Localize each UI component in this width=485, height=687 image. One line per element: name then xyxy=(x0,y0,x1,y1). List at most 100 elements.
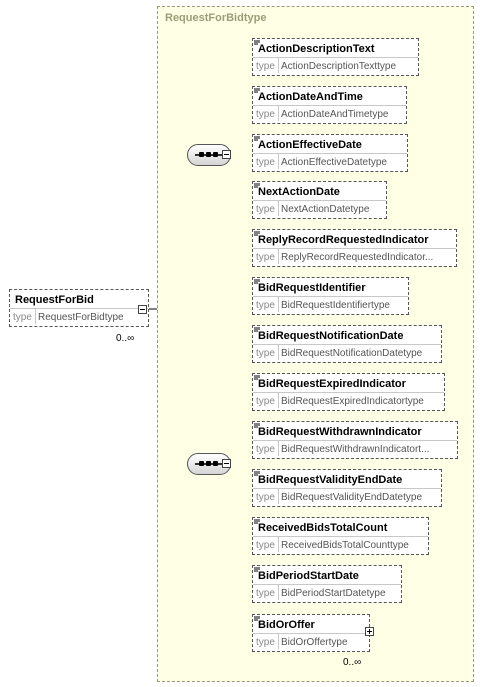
element-box[interactable]: BidOrOffer type BidOrOffertype xyxy=(252,614,374,652)
collapse-icon[interactable] xyxy=(222,150,231,159)
type-name: NextActionDatetype xyxy=(281,204,370,215)
element-name: BidRequestIdentifier xyxy=(258,282,366,294)
type-label: type xyxy=(256,61,275,72)
element-name: BidRequestValidityEndDate xyxy=(258,474,403,486)
element-box[interactable]: BidRequestIdentifier type BidRequestIden… xyxy=(252,277,409,315)
element-box[interactable]: ActionEffectiveDate type ActionEffective… xyxy=(252,134,408,172)
type-separator xyxy=(278,297,279,312)
element-name: ActionDescriptionText xyxy=(258,43,375,55)
element-name: BidRequestNotificationDate xyxy=(258,330,404,342)
type-separator xyxy=(35,309,36,324)
element-name: BidOrOffer xyxy=(258,619,315,631)
element-box[interactable]: BidPeriodStartDate type BidPeriodStartDa… xyxy=(252,565,402,603)
element-box[interactable]: BidRequestExpiredIndicator type BidReque… xyxy=(252,373,445,411)
type-separator xyxy=(278,58,279,73)
type-name: BidRequestValidityEndDatetype xyxy=(281,492,423,503)
type-name: BidRequestExpiredIndicatortype xyxy=(281,396,424,407)
element-name: ActionEffectiveDate xyxy=(258,139,362,151)
type-label: type xyxy=(256,396,275,407)
element-name: ReceivedBidsTotalCount xyxy=(258,522,388,534)
collapse-icon[interactable] xyxy=(138,305,147,314)
expand-icon[interactable] xyxy=(365,627,374,636)
element-box[interactable]: BidRequestWithdrawnIndicator type BidReq… xyxy=(252,421,458,459)
element-divider xyxy=(253,105,406,106)
element-corner-icon xyxy=(254,616,260,621)
element-corner-icon xyxy=(254,567,260,572)
type-label: type xyxy=(256,588,275,599)
type-separator xyxy=(278,634,279,649)
type-label: type xyxy=(256,540,275,551)
type-name: BidRequestNotificationDatetype xyxy=(281,348,423,359)
element-box[interactable]: ActionDescriptionText type ActionDescrip… xyxy=(252,38,419,76)
type-name: BidPeriodStartDatetype xyxy=(281,588,386,599)
element-name: ReplyRecordRequestedIndicator xyxy=(258,234,429,246)
sequence-compositor-icon[interactable] xyxy=(187,144,231,166)
element-corner-icon xyxy=(254,471,260,476)
type-name: ReplyRecordRequestedIndicator... xyxy=(281,252,434,263)
type-separator xyxy=(278,393,279,408)
type-separator xyxy=(278,249,279,264)
element-divider xyxy=(253,153,407,154)
type-name: ActionEffectiveDatetype xyxy=(281,157,387,168)
element-name: BidRequestWithdrawnIndicator xyxy=(258,426,422,438)
type-label: type xyxy=(256,109,275,120)
element-divider xyxy=(253,296,408,297)
element-corner-icon xyxy=(254,136,260,141)
element-corner-icon xyxy=(254,183,260,188)
element-corner-icon xyxy=(254,375,260,380)
type-label: type xyxy=(256,252,275,263)
element-divider xyxy=(253,440,457,441)
type-separator xyxy=(278,441,279,456)
element-name: BidRequestExpiredIndicator xyxy=(258,378,406,390)
root-element[interactable]: RequestForBid type RequestForBidtype xyxy=(9,289,149,327)
element-name: BidPeriodStartDate xyxy=(258,570,359,582)
element-divider xyxy=(253,584,401,585)
type-label: type xyxy=(256,444,275,455)
type-name: ReceivedBidsTotalCounttype xyxy=(281,540,409,551)
element-box[interactable]: ReplyRecordRequestedIndicator type Reply… xyxy=(252,229,457,267)
type-label: type xyxy=(13,312,32,323)
type-separator xyxy=(278,537,279,552)
bidoroffer-occurrence: 0..∞ xyxy=(343,657,362,668)
type-label: type xyxy=(256,157,275,168)
type-label: type xyxy=(256,348,275,359)
type-name: RequestForBidtype xyxy=(38,312,124,323)
type-label: type xyxy=(256,300,275,311)
element-name: RequestForBid xyxy=(15,294,94,306)
type-name: ActionDateAndTimetype xyxy=(281,109,389,120)
type-name: ActionDescriptionTexttype xyxy=(281,61,397,72)
element-name: NextActionDate xyxy=(258,186,340,198)
element-divider xyxy=(253,248,456,249)
element-divider xyxy=(10,308,148,309)
type-name: BidRequestWithdrawnIndicatort... xyxy=(281,444,430,455)
element-box[interactable]: ReceivedBidsTotalCount type ReceivedBids… xyxy=(252,517,429,555)
element-box[interactable]: BidRequestValidityEndDate type BidReques… xyxy=(252,469,442,507)
type-separator xyxy=(278,345,279,360)
complex-type-label: RequestForBidtype xyxy=(165,12,267,24)
element-divider xyxy=(253,488,441,489)
type-separator xyxy=(278,201,279,216)
type-separator xyxy=(278,106,279,121)
element-box[interactable]: ActionDateAndTime type ActionDateAndTime… xyxy=(252,86,407,124)
type-name: BidRequestIdentifiertype xyxy=(281,300,390,311)
element-corner-icon xyxy=(254,519,260,524)
type-name: BidOrOffertype xyxy=(281,637,348,648)
collapse-icon[interactable] xyxy=(222,459,231,468)
element-name: ActionDateAndTime xyxy=(258,91,363,103)
type-separator xyxy=(278,489,279,504)
element-divider xyxy=(253,392,444,393)
element-box[interactable]: NextActionDate type NextActionDatetype xyxy=(252,181,387,219)
type-label: type xyxy=(256,204,275,215)
element-divider xyxy=(253,200,386,201)
element-divider xyxy=(253,633,369,634)
element-corner-icon xyxy=(254,423,260,428)
type-label: type xyxy=(256,492,275,503)
element-divider xyxy=(253,344,441,345)
element-box[interactable]: BidRequestNotificationDate type BidReque… xyxy=(252,325,442,363)
element-corner-icon xyxy=(254,88,260,93)
element-divider xyxy=(253,57,418,58)
root-occurrence: 0..∞ xyxy=(116,333,135,344)
element-corner-icon xyxy=(254,231,260,236)
element-divider xyxy=(253,536,428,537)
